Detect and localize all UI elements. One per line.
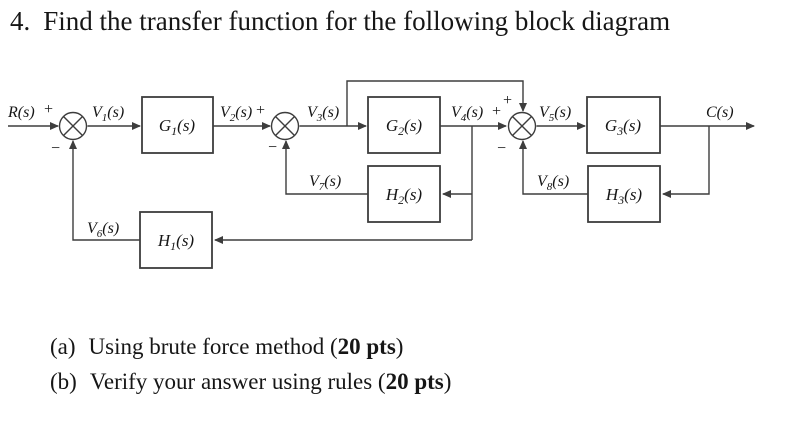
block-h1: H1(s) — [139, 211, 213, 269]
signal-label-v5: V5(s) — [539, 104, 571, 124]
subquestion-b-points: 20 pts — [385, 369, 444, 394]
block-h1-label: H1(s) — [157, 231, 195, 253]
block-h2: H2(s) — [367, 165, 441, 223]
sign-j3-top-plus: + — [502, 92, 513, 109]
signal-label-v3: V3(s) — [307, 104, 339, 124]
subquestion-b-close: ) — [443, 369, 452, 394]
sign-j2-plus: + — [255, 102, 266, 119]
sign-j3-left-plus: + — [491, 103, 502, 120]
wire-c-tap-to-h3-input — [662, 126, 710, 198]
block-h2-label: H2(s) — [385, 185, 423, 207]
block-g2-label: G2(s) — [386, 116, 423, 138]
block-g3: G3(s) — [586, 96, 661, 154]
signal-label-v1: V1(s) — [92, 104, 124, 124]
subquestion-a-prefix: (a) — [50, 334, 76, 359]
block-h3-label: H3(s) — [605, 185, 643, 207]
summing-junction-2 — [270, 111, 300, 141]
signal-label-v4: V4(s) — [451, 104, 483, 124]
subquestion-b-text: Verify your answer using rules ( — [89, 369, 386, 394]
block-g2: G2(s) — [367, 96, 441, 154]
block-g1-label: G1(s) — [159, 116, 196, 138]
wire-feedforward-v3-to-j3-top — [346, 80, 527, 126]
block-g1: G1(s) — [141, 96, 214, 154]
wire-h1-to-j1-bottom — [69, 140, 140, 241]
signal-label-v2: V2(s) — [220, 104, 252, 124]
sign-j2-minus: − — [267, 139, 278, 156]
signal-label-v7: V7(s) — [309, 173, 341, 193]
subquestion-a-text: Using brute force method ( — [88, 334, 338, 359]
signal-label-c: C(s) — [706, 104, 734, 121]
sign-j3-minus: − — [496, 140, 507, 157]
problem-title-text: Find the transfer function for the follo… — [43, 6, 671, 36]
signal-label-r: R(s) — [7, 104, 35, 121]
subquestion-b: (b) Verify your answer using rules (20 pt… — [50, 369, 451, 395]
subquestion-a-points: 20 pts — [337, 334, 396, 359]
subquestion-b-prefix: (b) — [50, 369, 77, 394]
subquestion-a: (a) Using brute force method (20 pts) — [50, 334, 403, 360]
sign-j1-minus: − — [50, 140, 61, 157]
summing-junction-1 — [58, 111, 88, 141]
summing-junction-3 — [507, 111, 537, 141]
problem-number: 4. — [10, 6, 31, 36]
sign-j1-plus: + — [43, 101, 54, 118]
wire-h2-to-j2-bottom — [282, 140, 368, 195]
block-diagram: G1(s) G2(s) G3(s) H2(s) H3(s) H1(s) R(s)… — [7, 80, 755, 269]
block-g3-label: G3(s) — [605, 116, 642, 138]
signal-label-v8: V8(s) — [537, 173, 569, 193]
wire-h3-to-j3-bottom — [519, 140, 588, 195]
block-h3: H3(s) — [587, 165, 661, 223]
subquestion-a-close: ) — [395, 334, 404, 359]
problem-title: 4. Find the transfer function for the fol… — [10, 6, 670, 37]
signal-label-v6: V6(s) — [87, 220, 119, 240]
